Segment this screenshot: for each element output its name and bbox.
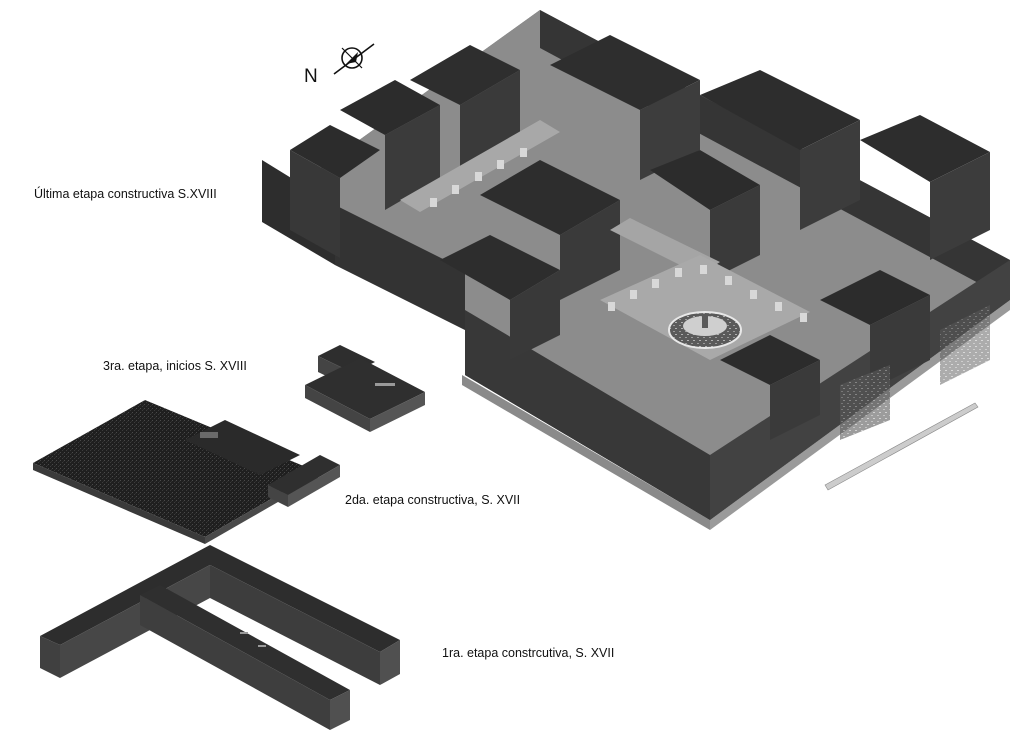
stage4-building	[262, 10, 1010, 530]
stage1-building	[40, 545, 400, 730]
stage4-label: Última etapa constructiva S.XVIII	[34, 187, 217, 201]
stage3-building	[305, 345, 425, 432]
north-arrow-icon	[333, 43, 375, 75]
north-label: N	[304, 66, 318, 87]
stage2-label: 2da. etapa constructiva, S. XVII	[345, 493, 521, 507]
stage2-building	[33, 400, 340, 544]
stage1-label: 1ra. etapa constrcutiva, S. XVII	[442, 646, 615, 660]
stage3-label: 3ra. etapa, inicios S. XVIII	[103, 359, 247, 373]
